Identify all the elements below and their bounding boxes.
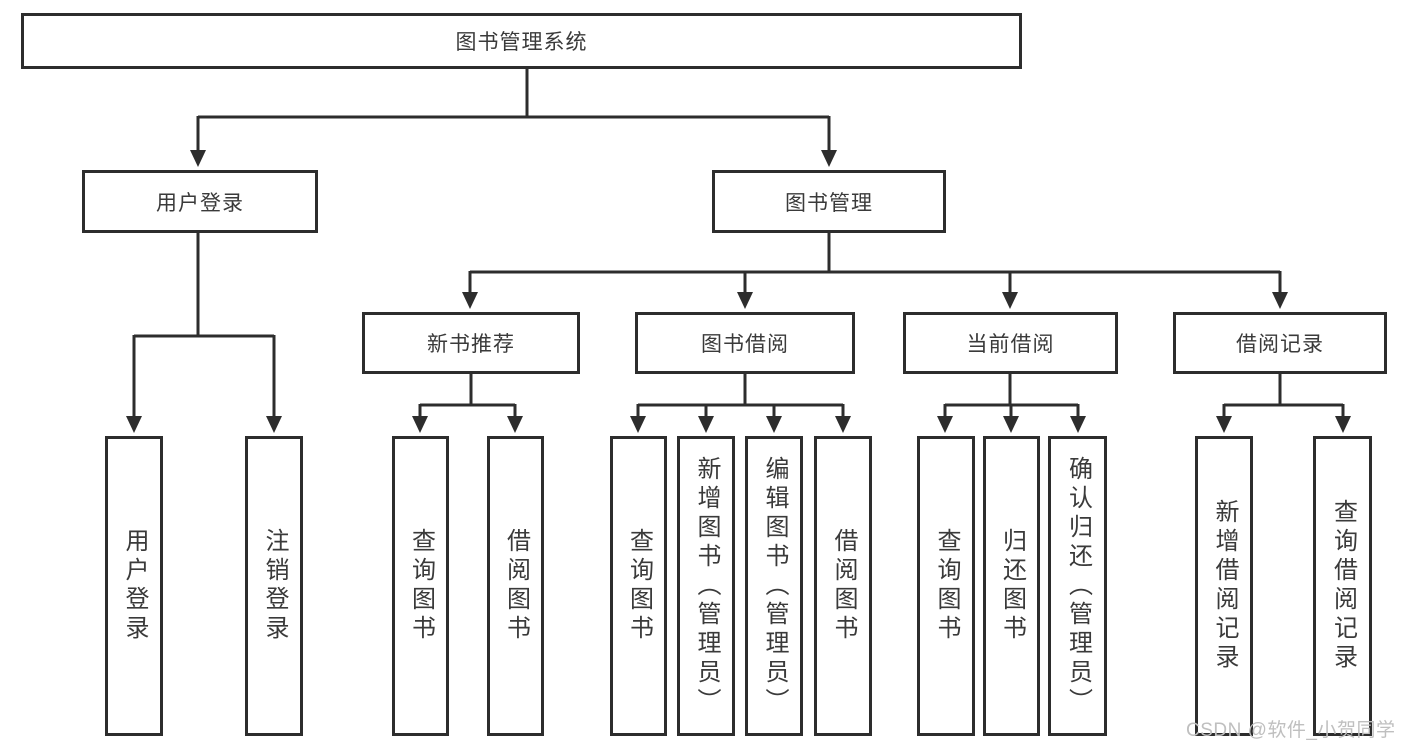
node-library-management-system: 图书管理系统 bbox=[21, 13, 1022, 69]
node-bb-borrow-books: 借阅图书 bbox=[814, 436, 872, 736]
node-nbr-borrow-books: 借阅图书 bbox=[487, 436, 544, 736]
node-user-login: 用户登录 bbox=[82, 170, 318, 233]
node-new-book-recommendation: 新书推荐 bbox=[362, 312, 580, 374]
node-user-login-leaf: 用户登录 bbox=[105, 436, 163, 736]
node-bb-add-books-admin: 新增图书（管理员） bbox=[677, 436, 735, 736]
node-br-add-record: 新增借阅记录 bbox=[1195, 436, 1253, 736]
node-book-management: 图书管理 bbox=[712, 170, 946, 233]
node-cb-return-books: 归还图书 bbox=[983, 436, 1040, 736]
node-cb-confirm-return-admin: 确认归还（管理员） bbox=[1048, 436, 1107, 736]
csdn-watermark: CSDN @软件_小贺同学 bbox=[1186, 720, 1396, 741]
node-logout: 注销登录 bbox=[245, 436, 303, 736]
node-bb-edit-books-admin: 编辑图书（管理员） bbox=[745, 436, 803, 736]
node-nbr-query-books: 查询图书 bbox=[392, 436, 449, 736]
node-br-query-record: 查询借阅记录 bbox=[1313, 436, 1372, 736]
node-book-borrowing: 图书借阅 bbox=[635, 312, 855, 374]
node-current-borrowing: 当前借阅 bbox=[903, 312, 1118, 374]
node-borrowing-records: 借阅记录 bbox=[1173, 312, 1387, 374]
node-cb-query-books: 查询图书 bbox=[917, 436, 975, 736]
node-bb-query-books: 查询图书 bbox=[610, 436, 667, 736]
